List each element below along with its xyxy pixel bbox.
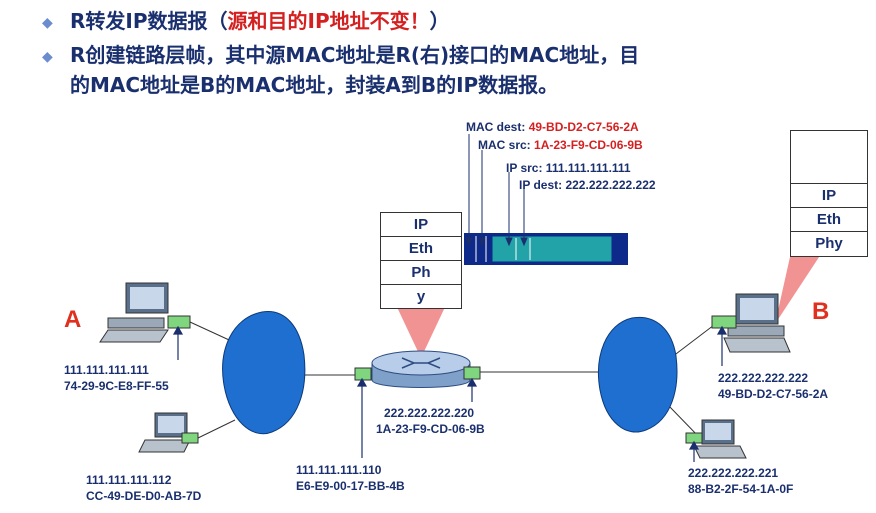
host-b2-computer-icon [693, 419, 747, 459]
bullet-2: ◆ R创建链路层帧，其中源MAC地址是R(右)接口的MAC地址，目 [42, 42, 640, 68]
bullet-1-end: ） [429, 9, 450, 33]
host-a-computer-icon [99, 282, 169, 343]
bullet-1: ◆ R转发IP数据报（源和目的IP地址不变！） [42, 8, 450, 34]
bullet-1-text: R转发IP数据报（ [70, 9, 228, 33]
router-right-ip: 222.222.222.220 [384, 406, 475, 420]
router-icon [371, 350, 471, 388]
host-b-stack-upper-layers [791, 131, 867, 184]
link-b [667, 321, 719, 361]
mac-dest-value: 49-BD-D2-C7-56-2A [528, 120, 639, 134]
host-b-protocol-stack: IP Eth Phy [790, 130, 868, 257]
host-b-mac: 49-BD-D2-C7-56-2A [718, 387, 829, 401]
bullet-1-highlight: 源和目的IP地址不变！ [227, 9, 430, 33]
host-b-stack-phy: Phy [815, 235, 843, 252]
host-b-computer-icon [723, 293, 791, 353]
router-protocol-stack: IP Eth Ph y [380, 212, 462, 309]
router-left-ip: 111.111.111.110 [296, 463, 382, 477]
router-right-interface [463, 366, 481, 380]
right-subnet-cloud [598, 316, 678, 433]
bullet-diamond-icon: ◆ [42, 49, 53, 65]
host-b2-ip: 222.222.222.221 [688, 466, 779, 480]
host-b-name: B [812, 298, 830, 325]
router-left-mac: E6-E9-00-17-BB-4B [296, 479, 405, 493]
host-b-stack-ip: IP [791, 184, 867, 208]
host-a-interface [167, 315, 191, 329]
router-right-mac: 1A-23-F9-CD-06-9B [376, 422, 485, 436]
host-a2-mac: CC-49-DE-D0-AB-7D [86, 489, 202, 503]
ip-dest-field: IP dest: 222.222.222.222 [519, 178, 656, 192]
mac-dest-field: MAC dest: 49-BD-D2-C7-56-2A [466, 120, 639, 134]
router-left-interface [354, 367, 372, 381]
mac-src-field: MAC src: 1A-23-F9-CD-06-9B [478, 138, 643, 152]
host-a-mac: 74-29-9C-E8-FF-55 [64, 379, 169, 393]
host-b-stack-eth: Eth [791, 208, 867, 232]
host-a-ip: 111.111.111.111 [64, 363, 149, 377]
router-stack-ip: IP [381, 213, 461, 237]
host-a2-interface [181, 432, 199, 444]
frame-payload-datagram [491, 235, 613, 263]
ip-src-field: IP src: 111.111.111.111 [506, 161, 631, 175]
router-stack-eth: Eth [381, 237, 461, 261]
router-stack-ph: Ph [381, 261, 461, 285]
bullet-diamond-icon: ◆ [42, 15, 53, 31]
bullet-2-text-cont: 的MAC地址是B的MAC地址，封装A到B的IP数据报。 [70, 73, 559, 97]
bullet-2-text: R创建链路层帧，其中源MAC地址是R(右)接口的MAC地址，目 [70, 43, 640, 67]
left-subnet-cloud [222, 311, 306, 435]
host-a2-ip: 111.111.111.112 [86, 473, 172, 487]
host-a2-computer-icon [138, 412, 191, 453]
mac-dest-label: MAC dest: [466, 120, 526, 134]
mac-src-value: 1A-23-F9-CD-06-9B [534, 138, 643, 152]
host-a-name: A [64, 306, 82, 333]
router-stack-y: y [416, 288, 426, 305]
host-b-ip: 222.222.222.222 [718, 371, 809, 385]
mac-src-label: MAC src: [478, 138, 531, 152]
link-a2 [197, 419, 236, 439]
bullet-2-continued: 的MAC地址是B的MAC地址，封装A到B的IP数据报。 [70, 72, 558, 98]
b-stack-beam [775, 248, 825, 324]
host-b2-mac: 88-B2-2F-54-1A-0F [688, 482, 794, 496]
host-b-interface [711, 315, 737, 329]
